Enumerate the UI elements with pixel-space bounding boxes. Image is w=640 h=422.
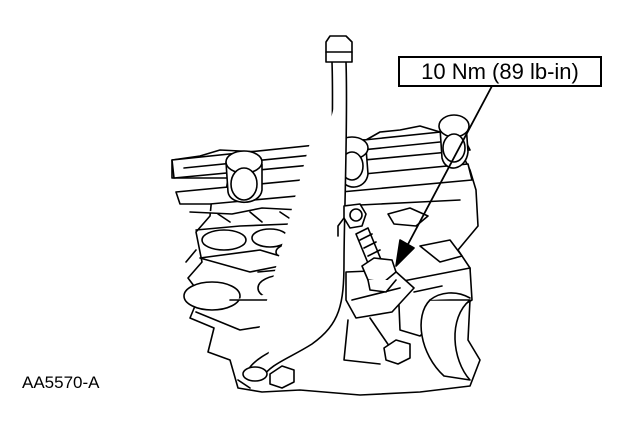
- cylinder-head-ports: [184, 200, 462, 330]
- torque-callout: 10 Nm (89 lb-in): [398, 56, 602, 87]
- bracket-bolt: [356, 228, 396, 292]
- torque-label: 10 Nm (89 lb-in): [421, 58, 579, 84]
- figure-id-label: AA5570-A: [22, 373, 100, 392]
- callout-leader: [396, 86, 492, 266]
- lower-bolts: [238, 340, 410, 388]
- right-bracket: [398, 268, 472, 380]
- dipstick-bracket: [338, 204, 414, 364]
- dipstick-tube: [243, 36, 352, 381]
